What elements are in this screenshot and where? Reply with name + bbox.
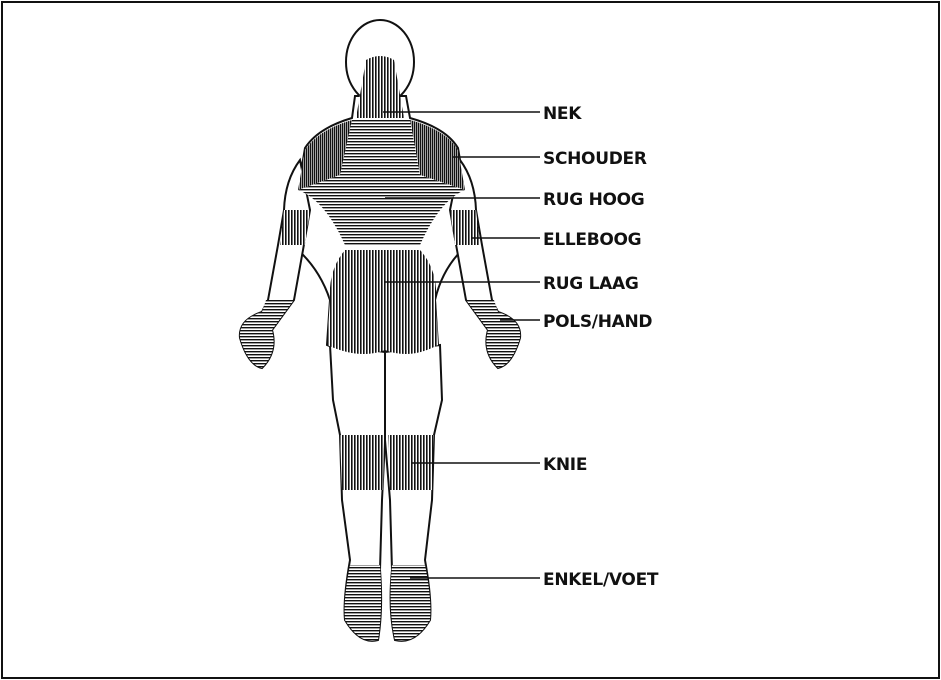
label-pols-hand: POLS/HAND [543, 312, 652, 332]
label-elleboog: ELLEBOOG [543, 230, 641, 250]
label-rug-laag: RUG LAAG [543, 274, 638, 294]
zone-foot-left [345, 565, 382, 641]
zone-elbow-right [450, 210, 480, 245]
zone-knee-left [340, 435, 384, 490]
zone-lower-back [327, 250, 438, 354]
label-rug-hoog: RUG HOOG [543, 190, 644, 210]
zone-elbow-left [280, 210, 310, 245]
label-enkel-voet: ENKEL/VOET [543, 570, 659, 590]
label-schouder: SCHOUDER [543, 149, 647, 169]
labels: NEK SCHOUDER RUG HOOG ELLEBOOG RUG LAAG … [543, 104, 659, 590]
label-knie: KNIE [543, 455, 587, 475]
label-nek: NEK [543, 104, 582, 124]
